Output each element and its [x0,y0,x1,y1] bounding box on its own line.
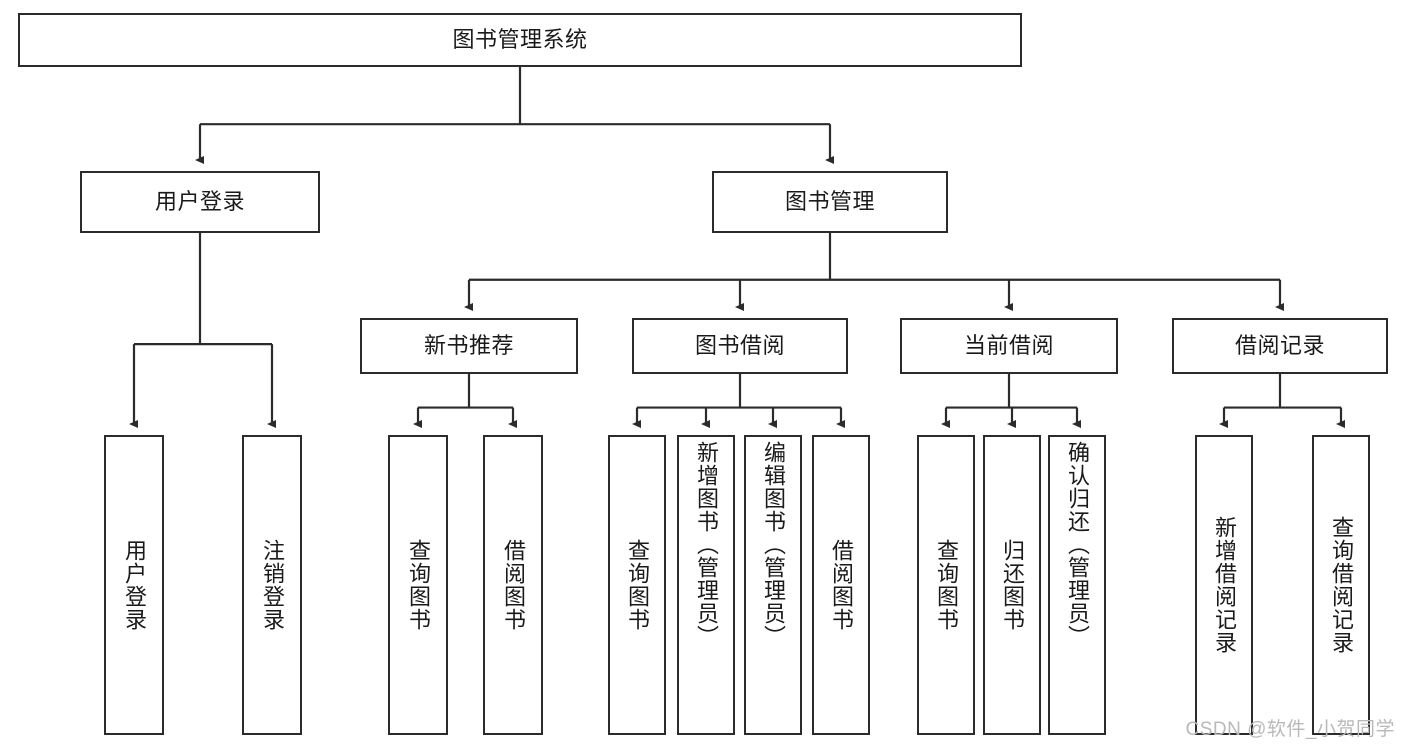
leaf-new-borrow-book[interactable]: 借阅图书 [483,435,543,735]
node-label: 查询图书 [933,539,959,631]
node-label: 查询借阅记录 [1328,516,1354,654]
leaf-current-confirm-return[interactable]: 确认归还（管理员） [1048,435,1106,735]
node-label: 归还图书 [999,539,1025,631]
leaf-current-query-book[interactable]: 查询图书 [917,435,975,735]
leaf-borrow-add-book[interactable]: 新增图书（管理员） [677,435,735,735]
node-label: 图书管理 [784,188,875,214]
node-label: 借阅图书 [828,539,854,631]
leaf-borrow-query-book[interactable]: 查询图书 [608,435,666,735]
node-current-borrow[interactable]: 当前借阅 [900,318,1118,374]
leaf-borrow-edit-book[interactable]: 编辑图书（管理员） [744,435,802,735]
node-book-management-module[interactable]: 图书管理 [712,171,948,233]
leaf-user-logout[interactable]: 注销登录 [242,435,302,735]
node-label: 当前借阅 [963,332,1054,358]
csdn-watermark: CSDN @软件_小贺同学 [1185,719,1395,740]
node-book-borrow[interactable]: 图书借阅 [632,318,848,374]
node-label: 查询图书 [624,539,650,631]
leaf-user-login[interactable]: 用户登录 [104,435,164,735]
node-label: 新书推荐 [423,332,514,358]
leaf-new-query-book[interactable]: 查询图书 [388,435,448,735]
node-label: 查询图书 [405,539,431,631]
node-label: 借阅图书 [500,539,526,631]
node-root[interactable]: 图书管理系统 [18,13,1022,67]
leaf-record-query[interactable]: 查询借阅记录 [1312,435,1370,735]
node-label: 注销登录 [259,539,285,631]
leaf-record-add[interactable]: 新增借阅记录 [1195,435,1253,735]
node-label: 用户登录 [121,539,147,631]
leaf-current-return-book[interactable]: 归还图书 [983,435,1041,735]
node-label: 用户登录 [154,188,245,214]
leaf-borrow-lend-book[interactable]: 借阅图书 [812,435,870,735]
node-borrow-record[interactable]: 借阅记录 [1172,318,1388,374]
node-user-login-module[interactable]: 用户登录 [80,171,320,233]
node-label: 确认归还（管理员） [1064,441,1090,648]
node-label: 借阅记录 [1234,332,1325,358]
node-new-book-recommend[interactable]: 新书推荐 [360,318,578,374]
node-label: 图书管理系统 [452,26,588,52]
node-label: 编辑图书（管理员） [760,441,786,648]
node-label: 新增借阅记录 [1211,516,1237,654]
node-label: 图书借阅 [694,332,785,358]
node-label: 新增图书（管理员） [693,441,719,648]
